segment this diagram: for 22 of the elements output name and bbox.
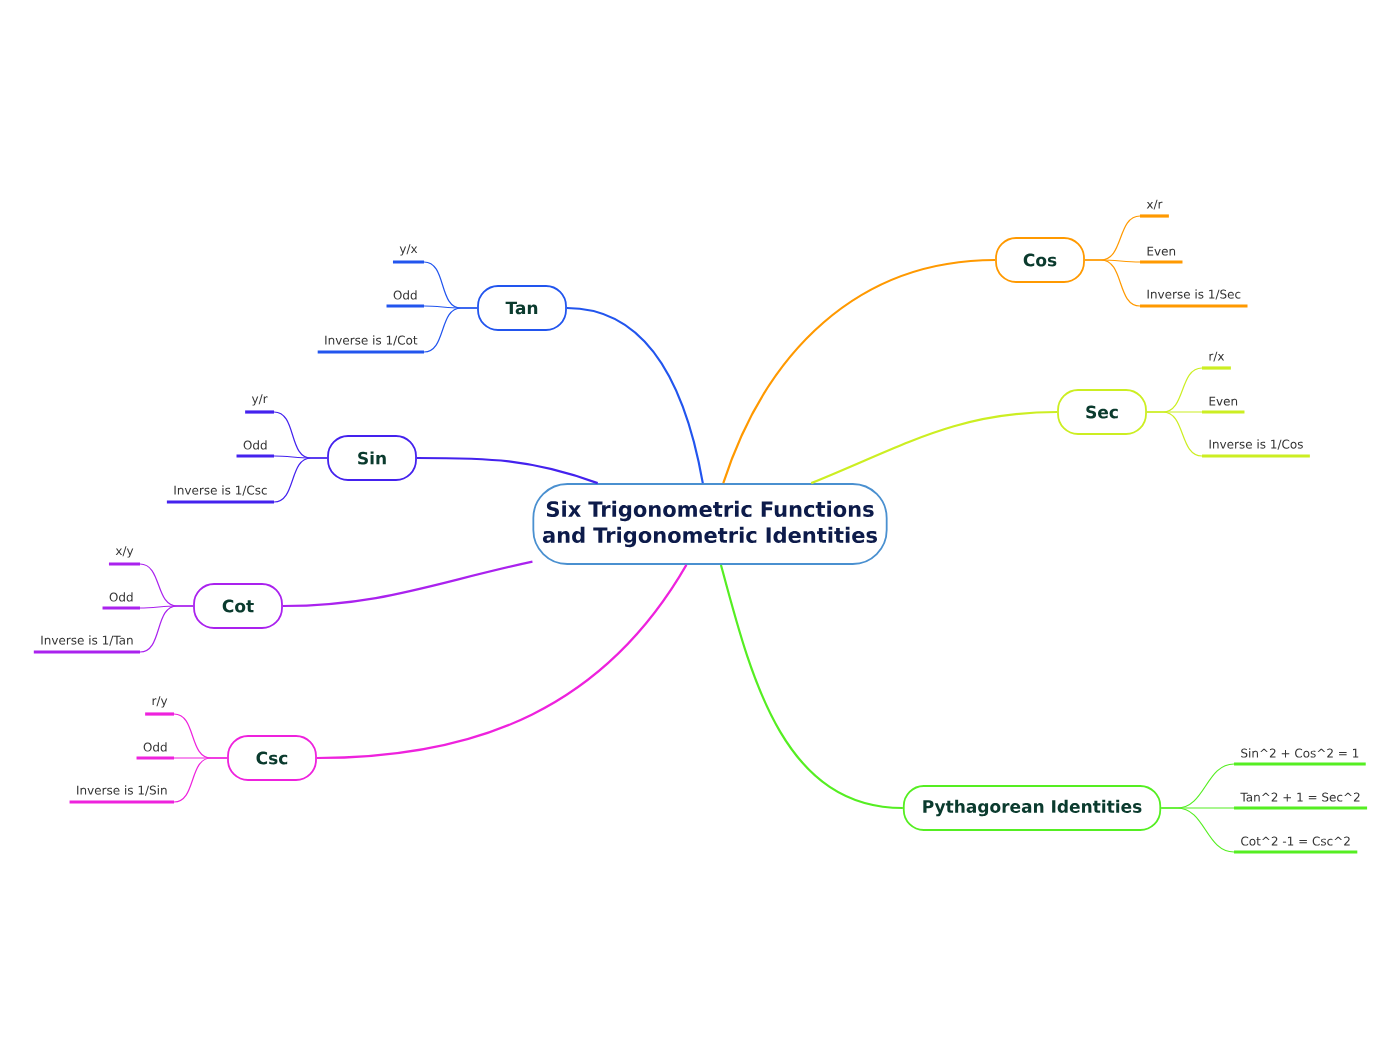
- branch-line: [416, 456, 598, 485]
- branch-line: [273, 457, 328, 503]
- topic-box: Cot: [193, 583, 283, 629]
- branch-line: [173, 757, 228, 803]
- branch-line: [1160, 807, 1235, 853]
- branch-line: [1146, 411, 1203, 457]
- branch-line: [719, 564, 903, 810]
- topic-box: Sin: [327, 435, 417, 481]
- topic-box: Sec: [1057, 389, 1147, 435]
- branch-line: [139, 605, 194, 653]
- topic-box: Tan: [477, 285, 567, 331]
- topic-box: Pythagorean Identities: [902, 785, 1162, 831]
- topic-box: Cos: [995, 237, 1085, 283]
- branch-line: [423, 307, 478, 353]
- branch-line: [566, 306, 704, 484]
- branch-line: [316, 564, 688, 760]
- central-topic: Six Trigonometric Functions and Trigonometric Identities: [532, 483, 888, 565]
- branch-line: [722, 258, 996, 484]
- topic-box: Csc: [227, 735, 317, 781]
- branch-line: [282, 560, 533, 608]
- branch-line: [1084, 259, 1141, 307]
- branch-line: [810, 410, 1058, 485]
